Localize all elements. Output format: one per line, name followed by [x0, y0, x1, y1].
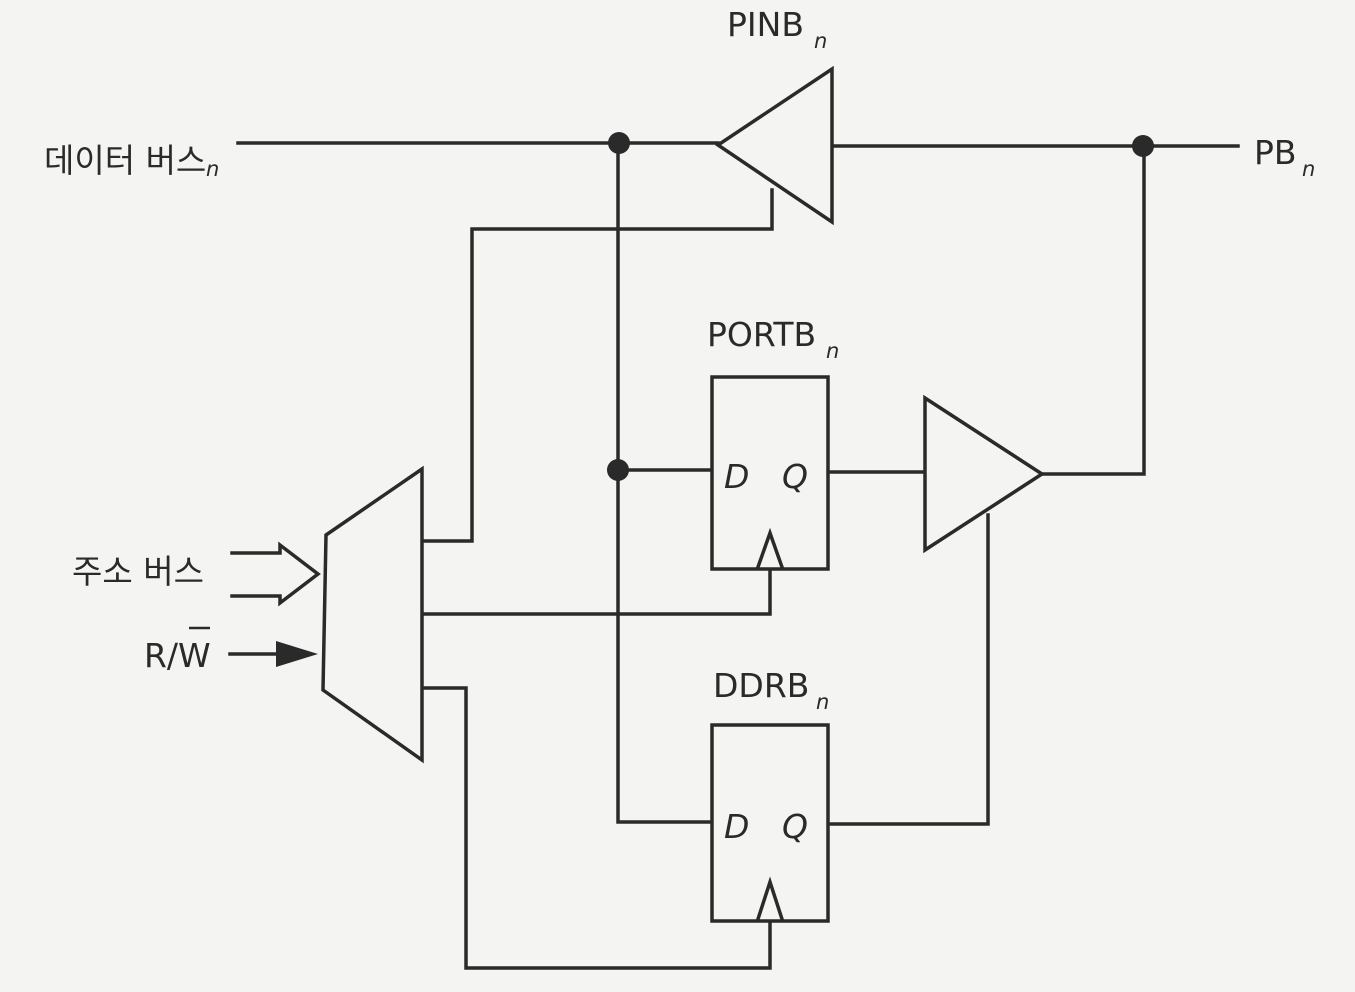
pinb-label-subscript: n — [814, 29, 827, 53]
portb-label-subscript: n — [826, 339, 839, 363]
pb-label-subscript: n — [1302, 157, 1315, 181]
portb-clock-triangle — [755, 527, 785, 570]
address-decoder — [321, 465, 424, 764]
data-bus-label: 데이터 버스 — [44, 141, 206, 180]
rw-arrow — [228, 641, 318, 667]
ddrb-label-subscript: n — [816, 690, 829, 714]
data-bus-vertical-wire — [616, 141, 714, 824]
ddrb-box — [710, 723, 830, 923]
ddrb-d-pin-label: D — [724, 807, 749, 846]
rw-label: R/W — [144, 636, 211, 675]
output-buffer-to-pb-wire — [1040, 144, 1146, 476]
ddrb-clock-triangle — [755, 876, 785, 922]
labels: 데이터 버스 n 주소 버스 R/W PINB n PORTB n DDRB n… — [44, 5, 1315, 714]
output-buffer — [923, 394, 1046, 554]
portb-label: PORTB — [707, 315, 816, 354]
address-bus-arrow — [230, 541, 321, 607]
pb-junction-dot — [1132, 135, 1154, 157]
portb-d-pin-label: D — [724, 457, 749, 496]
portb-q-pin-label: Q — [782, 457, 808, 496]
portb-d-junction-dot — [607, 459, 629, 481]
ddrb-q-enable-wire — [826, 513, 990, 826]
pinb-enable-wire — [422, 188, 774, 543]
data-bus-label-subscript: n — [206, 157, 219, 181]
ddrb-clock-wire — [422, 686, 772, 970]
ddrb-label: DDRB — [713, 666, 809, 705]
data-bus-junction-dot — [608, 132, 630, 154]
pinb-buffer — [714, 65, 834, 226]
portb-flip-flop: D Q — [710, 375, 830, 571]
ddrb-q-pin-label: Q — [782, 807, 808, 846]
portb-clock-wire — [422, 565, 772, 616]
pinb-label: PINB — [727, 5, 804, 44]
pb-label: PB — [1254, 133, 1297, 172]
address-bus-label: 주소 버스 — [72, 552, 204, 591]
wires — [236, 141, 1240, 970]
ddrb-flip-flop: D Q — [710, 723, 830, 923]
